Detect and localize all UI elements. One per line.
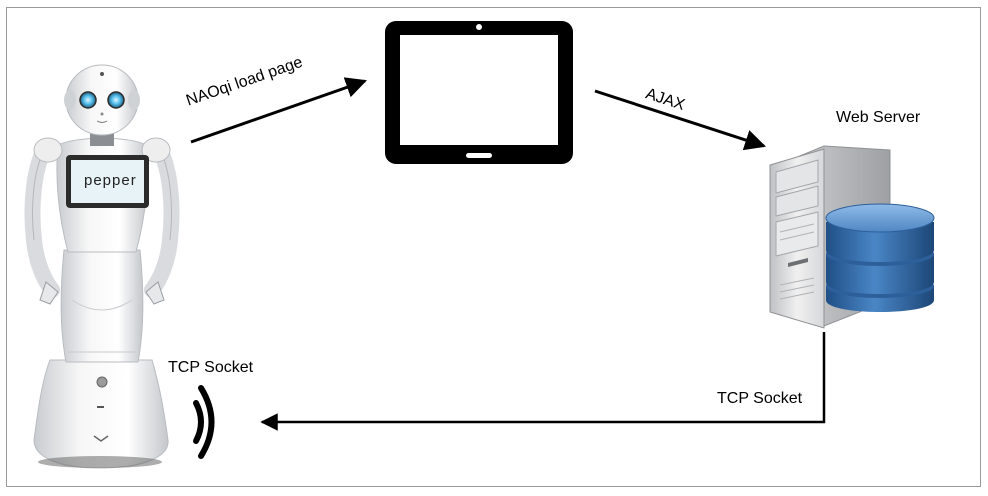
web-server-label: Web Server (836, 109, 921, 126)
robot-screen-label: pepper (84, 172, 137, 189)
web-server-with-database (769, 145, 935, 329)
pepper-robot (24, 64, 180, 469)
tcp-return-arrow (260, 332, 826, 431)
tcp-socket-server-label: TCP Socket (717, 390, 803, 407)
wireless-signal-icon (193, 385, 215, 459)
tcp-socket-robot-label: TCP Socket (168, 359, 254, 376)
naoqi-arrow (190, 77, 367, 144)
diagram-border (6, 7, 981, 487)
tablet-camera-icon (476, 24, 482, 30)
tablet-home-button-icon (466, 153, 492, 158)
tablet-device (385, 21, 573, 164)
ajax-arrow (594, 89, 766, 151)
